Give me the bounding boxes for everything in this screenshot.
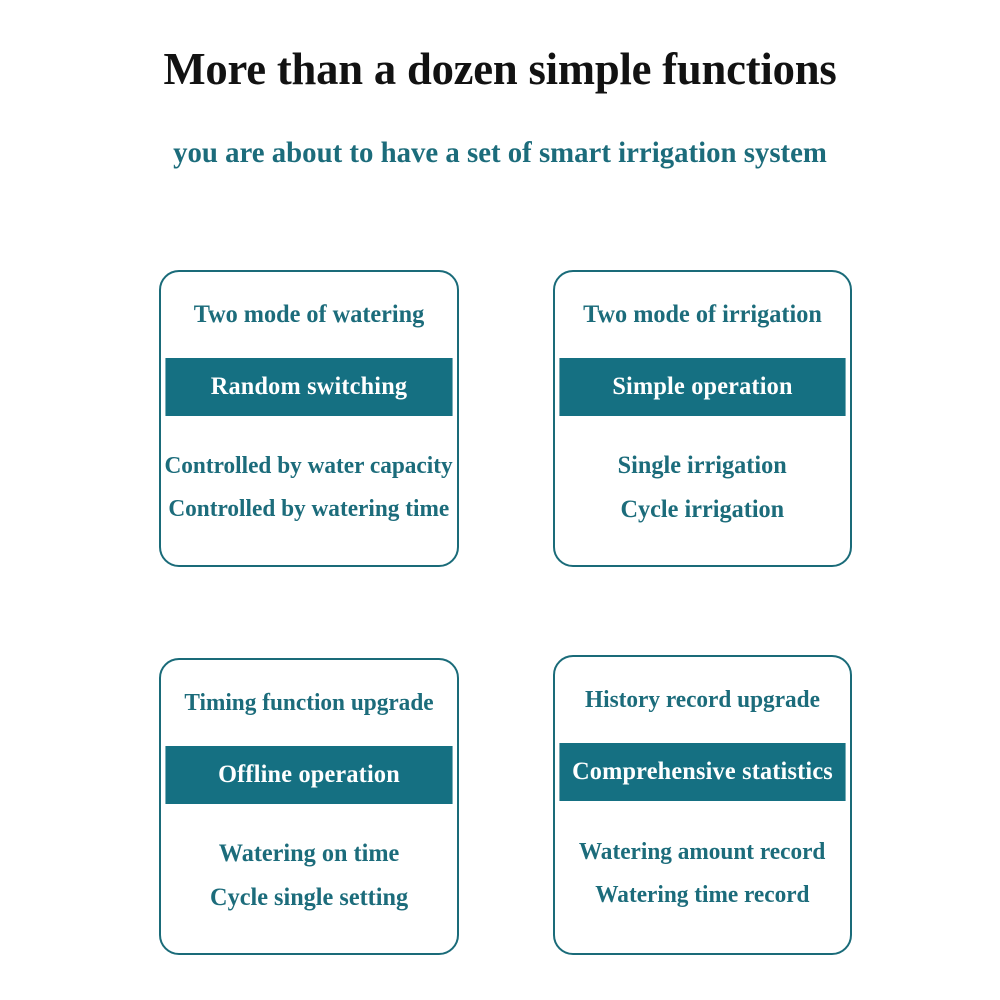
card-header: Timing function upgrade <box>184 689 434 716</box>
feature-card-timing-upgrade: Timing function upgrade Offline operatio… <box>159 658 459 955</box>
card-highlight-band: Simple operation <box>559 358 846 416</box>
card-item-list: Watering amount record Watering time rec… <box>555 801 850 953</box>
list-item: Cycle single setting <box>209 883 409 911</box>
feature-card-history-upgrade: History record upgrade Comprehensive sta… <box>553 655 852 955</box>
list-item: Controlled by watering time <box>168 495 450 522</box>
list-item: Controlled by water capacity <box>164 452 454 479</box>
card-header: Two mode of watering <box>193 301 425 328</box>
feature-card-irrigation-modes: Two mode of irrigation Simple operation … <box>553 270 852 567</box>
card-highlight-band: Offline operation <box>165 746 453 804</box>
list-item: Single irrigation <box>617 451 788 479</box>
list-item: Watering amount record <box>579 839 826 866</box>
list-item: Cycle irrigation <box>620 495 785 523</box>
page-title: More than a dozen simple functions <box>163 43 837 94</box>
card-highlight-band: Random switching <box>165 358 453 416</box>
card-highlight-band: Comprehensive statistics <box>559 743 846 801</box>
card-item-list: Watering on time Cycle single setting <box>161 804 457 953</box>
card-header: Two mode of irrigation <box>583 301 822 328</box>
card-item-list: Controlled by water capacity Controlled … <box>161 416 457 565</box>
card-item-list: Single irrigation Cycle irrigation <box>555 416 850 565</box>
list-item: Watering on time <box>218 839 400 867</box>
feature-card-watering-modes: Two mode of watering Random switching Co… <box>159 270 459 567</box>
page-subtitle: you are about to have a set of smart irr… <box>173 136 827 169</box>
list-item: Watering time record <box>595 882 810 908</box>
card-header: History record upgrade <box>585 686 820 713</box>
